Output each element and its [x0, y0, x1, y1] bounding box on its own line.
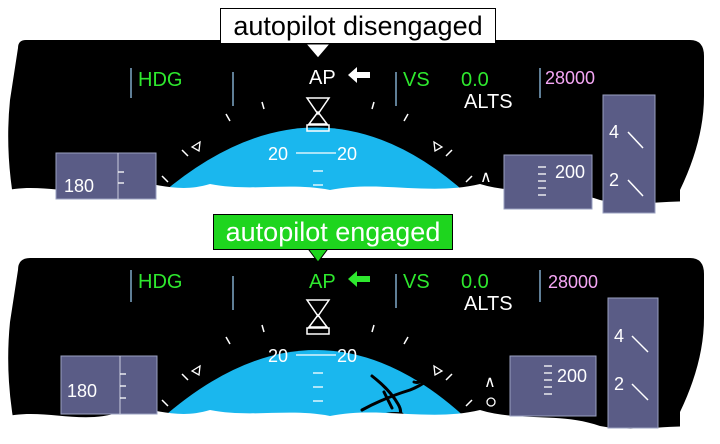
altitude-chevron-icon: ∧ [480, 169, 492, 186]
altitude-tape [509, 355, 597, 417]
heading-tape [55, 152, 157, 200]
altitude-tape-value: 200 [555, 162, 585, 182]
altitude-bug-icon [486, 397, 496, 407]
sky-dome [160, 127, 468, 195]
altitude-ticks [538, 166, 546, 196]
terrain-edge [0, 409, 720, 444]
altitude-ticks [544, 365, 552, 395]
aircraft-symbol-bar [306, 124, 330, 132]
altitude-chevron-icon: ∧ [484, 374, 496, 391]
pitch-label-left: 20 [268, 144, 288, 164]
altitude-target: 28000 [548, 272, 598, 292]
pitch-label-right: 20 [337, 346, 357, 366]
mode-vs: VS [403, 69, 430, 91]
mode-separators [130, 270, 541, 310]
mode-hdg: HDG [138, 69, 182, 91]
mode-ap: AP [309, 67, 336, 89]
mode-separators [130, 68, 541, 106]
vsi-label-upper: 4 [609, 122, 619, 142]
bank-scale [161, 324, 473, 407]
pitch-label-left: 20 [268, 346, 288, 366]
mode-vs: VS [403, 271, 430, 293]
callout-engaged-text: autopilot engaged [225, 217, 441, 247]
bank-pointer-icon [305, 299, 331, 318]
bank-marker-right-icon [433, 364, 444, 377]
callout-disengaged-text: autopilot disengaged [233, 11, 483, 41]
pitch-ladder-minor [313, 372, 323, 402]
pfd-panel-disengaged: 20 20 180 200 ∧ 4 2 HDG AP VS 0.0 ALTS 2… [8, 40, 704, 222]
vsi-label-lower: 2 [614, 374, 624, 394]
altitude-tape-value: 200 [557, 366, 587, 386]
heading-value: 180 [67, 381, 97, 401]
pitch-label-right: 20 [337, 144, 357, 164]
pfd-panel-engaged: 20 20 180 200 ∧ 4 2 HDG AP [0, 245, 720, 444]
bank-scale [161, 101, 473, 183]
mode-vs-value: 0.0 [461, 271, 489, 293]
bank-marker-right-icon [433, 140, 444, 153]
vsi-label-upper: 4 [614, 326, 624, 346]
heading-value: 180 [64, 176, 94, 196]
ap-arrow-icon [348, 67, 370, 83]
pitch-ladder-minor [313, 170, 323, 186]
aircraft-symbol-icon [307, 313, 329, 328]
sky-dome [160, 350, 468, 420]
ap-arrow-icon [348, 271, 370, 287]
heading-tape [60, 355, 158, 415]
vsi-label-lower: 2 [609, 170, 619, 190]
heading-ticks [118, 171, 124, 184]
mode-ap: AP [309, 271, 336, 293]
callout-disengaged: autopilot disengaged [220, 8, 496, 44]
aircraft-symbol-bar [306, 327, 330, 335]
vertical-speed-indicator [607, 297, 659, 429]
mode-hdg: HDG [138, 271, 182, 293]
bank-pointer-icon [305, 97, 331, 116]
vertical-speed-indicator [602, 94, 656, 214]
altitude-target: 28000 [545, 68, 595, 88]
altitude-tape [503, 154, 593, 210]
altitude-bug-icon [482, 192, 492, 202]
mode-vs-value: 0.0 [461, 69, 489, 91]
heading-ticks [120, 373, 126, 399]
aircraft-symbol-icon [307, 110, 329, 125]
mode-alts: ALTS [464, 91, 513, 113]
bank-marker-left-icon [190, 364, 201, 377]
callout-engaged: autopilot engaged [213, 214, 453, 250]
bank-marker-left-icon [190, 140, 201, 153]
callout-arrow-top [304, 43, 332, 59]
mode-alts: ALTS [464, 293, 513, 315]
